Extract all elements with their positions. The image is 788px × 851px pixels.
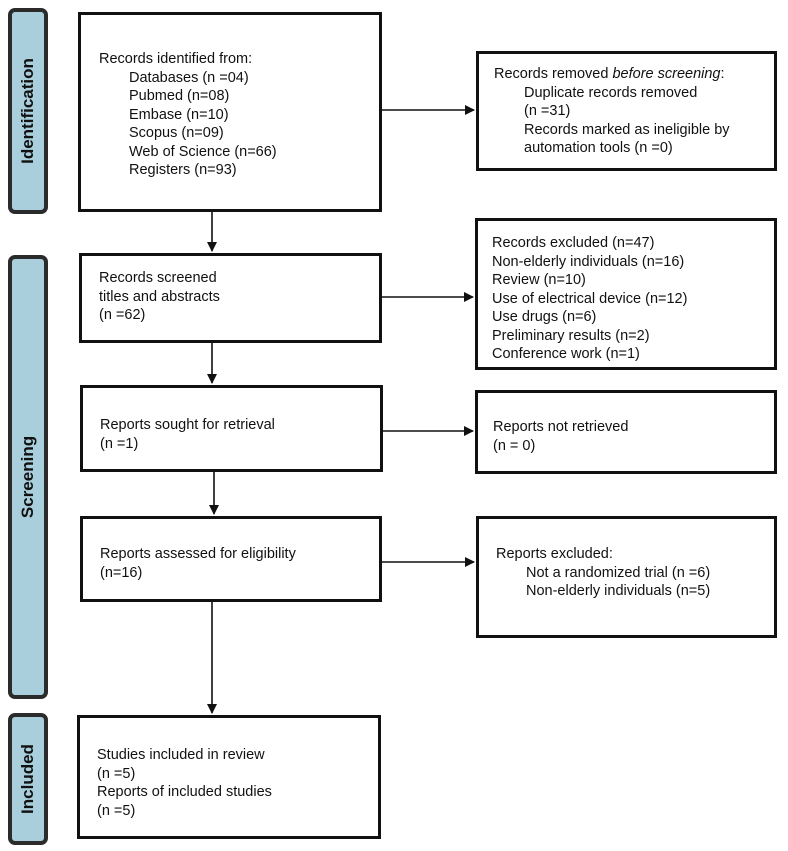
records-screened-box: Records screened titles and abstracts (n…: [79, 253, 382, 343]
excluded-line: Use drugs (n=6): [492, 309, 597, 325]
phase-included: Included: [8, 713, 48, 845]
excluded-line: Conference work (n=1): [492, 346, 640, 362]
screened-line: titles and abstracts: [99, 288, 220, 305]
reports-sought-box: Reports sought for retrieval (n =1): [80, 385, 383, 472]
source-item: Databases (n =04): [129, 69, 249, 86]
assessed-line: Reports assessed for eligibility: [100, 546, 296, 562]
source-item: Pubmed (n=08): [129, 88, 230, 104]
excluded-line: Records excluded (n=47): [492, 235, 655, 251]
included-line: Studies included in review: [97, 747, 265, 763]
sought-line: Reports sought for retrieval: [100, 417, 275, 433]
not-retrieved-line: (n = 0): [493, 437, 536, 454]
excluded-line: Preliminary results (n=2): [492, 327, 650, 344]
reports-excluded-title: Reports excluded:: [496, 546, 613, 562]
reports-excluded-item: Non-elderly individuals (n=5): [526, 583, 711, 599]
source-item: Registers (n=93): [129, 162, 237, 178]
reports-not-retrieved-box: Reports not retrieved (n = 0): [475, 390, 777, 474]
sought-line: (n =1): [100, 435, 139, 452]
records-removed-box: Records removed before screening: Duplic…: [476, 51, 777, 171]
assessed-line: (n=16): [100, 564, 143, 581]
phase-identification: Identification: [8, 8, 48, 214]
included-line: Reports of included studies: [97, 784, 272, 800]
removed-item: (n =31): [524, 103, 571, 119]
source-item: Scopus (n=09): [129, 125, 224, 141]
included-line: (n =5): [97, 765, 136, 782]
records-identified-title: Records identified from:: [99, 51, 253, 67]
studies-included-box: Studies included in review (n =5) Report…: [77, 715, 381, 839]
excluded-line: Use of electrical device (n=12): [492, 290, 688, 307]
reports-excluded-item: Not a randomized trial (n =6): [526, 564, 711, 581]
source-item: Embase (n=10): [129, 106, 229, 123]
removed-item: Records marked as ineligible by: [524, 121, 730, 138]
phase-screening: Screening: [8, 255, 48, 699]
excluded-line: Review (n=10): [492, 272, 586, 288]
reports-assessed-box: Reports assessed for eligibility (n=16): [80, 516, 382, 602]
not-retrieved-line: Reports not retrieved: [493, 419, 629, 435]
reports-excluded-box: Reports excluded: Not a randomized trial…: [476, 516, 777, 638]
screened-line: (n =62): [99, 307, 146, 323]
source-item: Web of Science (n=66): [129, 143, 277, 160]
screened-line: Records screened: [99, 270, 217, 286]
records-identified-box: Records identified from: Databases (n =0…: [78, 12, 382, 212]
records-removed-title: Records removed before screening:: [494, 66, 725, 82]
removed-item: Duplicate records removed: [524, 84, 698, 101]
included-line: (n =5): [97, 802, 136, 819]
records-excluded-box: Records excluded (n=47) Non-elderly indi…: [475, 218, 777, 370]
removed-item: automation tools (n =0): [524, 140, 673, 156]
excluded-line: Non-elderly individuals (n=16): [492, 253, 685, 270]
